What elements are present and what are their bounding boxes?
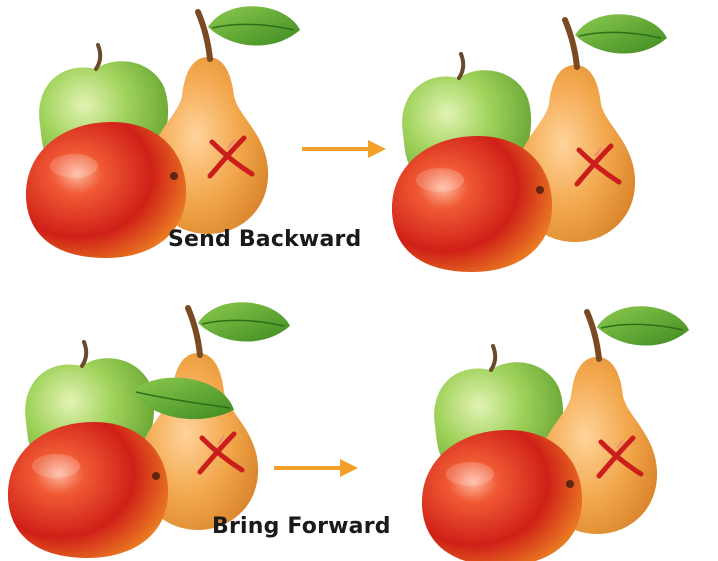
- panel-bring-before: [7, 302, 290, 558]
- panel-send-before: [25, 6, 300, 258]
- arrow-send: [300, 138, 388, 160]
- panel-bring-after: [421, 306, 689, 561]
- caption-bring-forward: Bring Forward: [212, 514, 391, 539]
- arrow-bring: [272, 457, 360, 479]
- panel-send-after: [391, 14, 667, 272]
- leaf-icon: [132, 377, 234, 420]
- caption-send-backward: Send Backward: [168, 227, 362, 252]
